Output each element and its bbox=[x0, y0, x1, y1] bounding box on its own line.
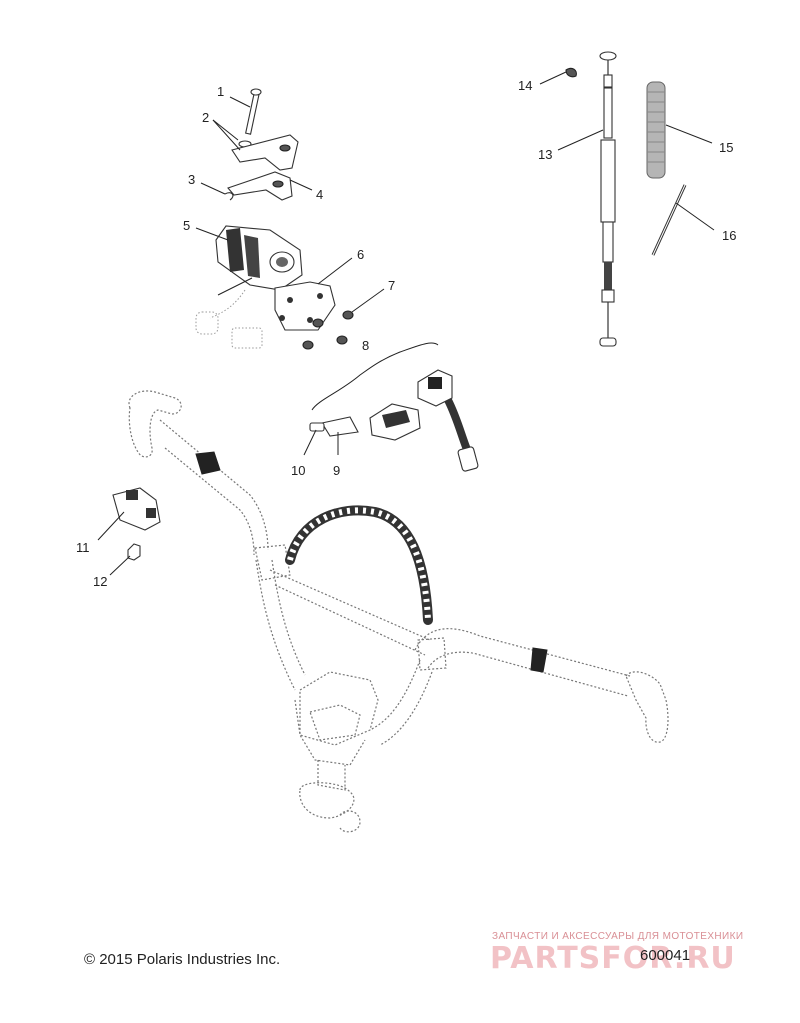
part-14-clip bbox=[565, 67, 577, 78]
part-3-clip bbox=[224, 192, 234, 201]
part-12-nut bbox=[127, 543, 141, 561]
part-1-pin bbox=[245, 88, 262, 135]
part-11-clamp bbox=[112, 487, 161, 531]
callout-10: 10 bbox=[291, 463, 305, 478]
callout-8: 8 bbox=[362, 338, 369, 353]
callout-4: 4 bbox=[316, 187, 323, 202]
part-9-throttle-lever bbox=[321, 403, 421, 441]
callout-6: 6 bbox=[357, 247, 364, 262]
part-8-switch-harness bbox=[417, 369, 479, 472]
part-10-pin bbox=[309, 422, 325, 432]
callout-2: 2 bbox=[202, 110, 209, 125]
part-8-bracket bbox=[311, 342, 439, 411]
part-13-cable bbox=[599, 51, 617, 347]
callout-16: 16 bbox=[722, 228, 736, 243]
callout-11: 11 bbox=[76, 540, 90, 555]
leader-lines bbox=[97, 71, 715, 576]
part-4-bracket bbox=[227, 134, 299, 201]
part-5-control-housing bbox=[195, 225, 303, 349]
callout-13: 13 bbox=[538, 147, 552, 162]
copyright-notice: © 2015 Polaris Industries Inc. bbox=[84, 951, 281, 968]
part-16-cable-tie bbox=[651, 184, 687, 256]
part-7-screws bbox=[302, 310, 354, 350]
callout-3: 3 bbox=[188, 172, 195, 187]
callout-5: 5 bbox=[183, 218, 190, 233]
watermark-tagline: ЗАПЧАСТИ И АКСЕССУАРЫ ДЛЯ МОТОТЕХНИКИ bbox=[492, 931, 744, 942]
callout-7: 7 bbox=[388, 278, 395, 293]
handlebar bbox=[128, 390, 669, 833]
callout-12: 12 bbox=[93, 574, 107, 589]
diagram-code: 600041 bbox=[640, 947, 691, 964]
callout-1: 1 bbox=[217, 84, 224, 99]
part-15-sleeve bbox=[646, 81, 666, 179]
part-6-cover-plate bbox=[274, 281, 336, 331]
callout-9: 9 bbox=[333, 463, 340, 478]
watermark-logo: PARTSFOR.RU bbox=[490, 941, 736, 976]
callout-14: 14 bbox=[518, 78, 532, 93]
callout-15: 15 bbox=[719, 140, 733, 155]
